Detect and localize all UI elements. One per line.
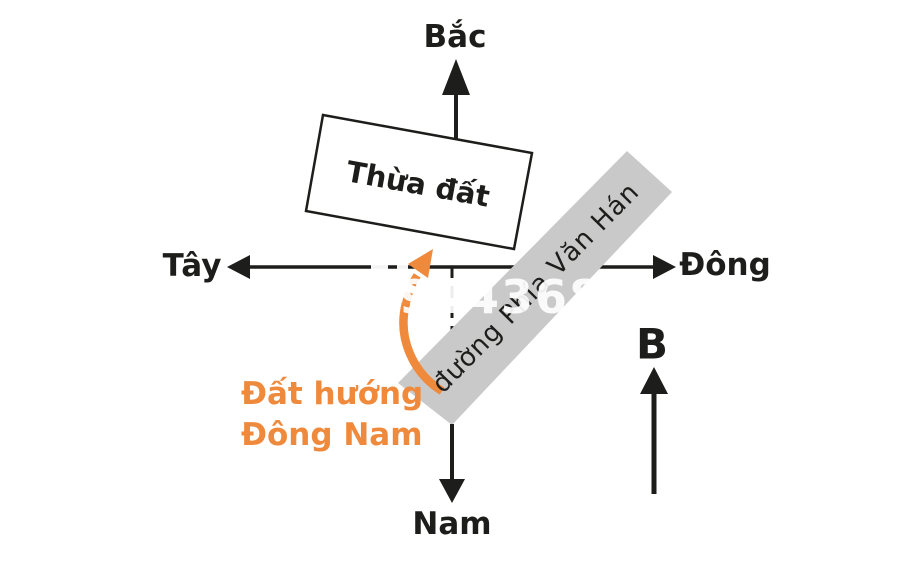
west-arrow-icon: [227, 255, 250, 279]
compass-label-south: Nam: [412, 506, 492, 542]
watermark-artifact: [371, 261, 388, 272]
watermark-artifact: [397, 261, 408, 272]
south-arrow: [439, 424, 465, 503]
east-arrow-icon: [653, 255, 676, 279]
road-band: [398, 151, 672, 425]
orientation-note-line2: Đông Nam: [241, 417, 423, 453]
compass-label-west: Tây: [162, 248, 222, 284]
orientation-arrowhead-icon: [408, 249, 433, 278]
watermark-text: 914368: [399, 270, 604, 324]
orientation-note: Đất hướng Đông Nam: [241, 374, 423, 456]
compass-label-north: Bắc: [423, 19, 487, 55]
orientation-arc-dashed: [402, 271, 422, 304]
north-arrow-icon: [442, 59, 470, 95]
north-arrow: [442, 59, 470, 139]
north-indicator-arrow-icon: [640, 367, 668, 394]
land-plot-shape: [304, 113, 534, 251]
south-arrow-icon: [439, 479, 465, 503]
north-indicator-letter: B: [635, 319, 669, 369]
orientation-arc: [399, 301, 445, 395]
compass-label-east: Đông: [679, 247, 771, 283]
orientation-curved-arrow: [399, 249, 445, 395]
orientation-note-line1: Đất hướng: [241, 376, 424, 412]
north-indicator-arrow: [640, 367, 668, 494]
